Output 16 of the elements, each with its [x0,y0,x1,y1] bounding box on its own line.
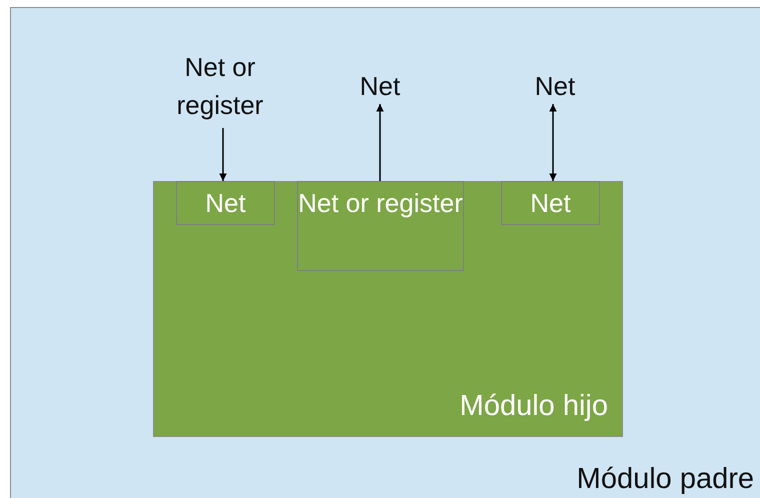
parent-module-box [10,7,760,498]
child-module-box [153,181,623,437]
signal-name: Net [530,187,571,220]
signal-name: Net or register [176,51,264,122]
signal-name: Net [360,70,400,103]
module-title: Módulo hijo [460,388,608,424]
module-title: Módulo padre [576,462,754,497]
port-box [501,181,600,225]
arrow [376,104,384,181]
arrow [549,104,557,181]
port-box [297,181,464,271]
port-box [176,181,275,225]
arrow [219,128,227,181]
signal-name: Net [205,187,246,220]
signal-name: Net [534,70,576,103]
signal-name: Net or register [298,187,463,220]
